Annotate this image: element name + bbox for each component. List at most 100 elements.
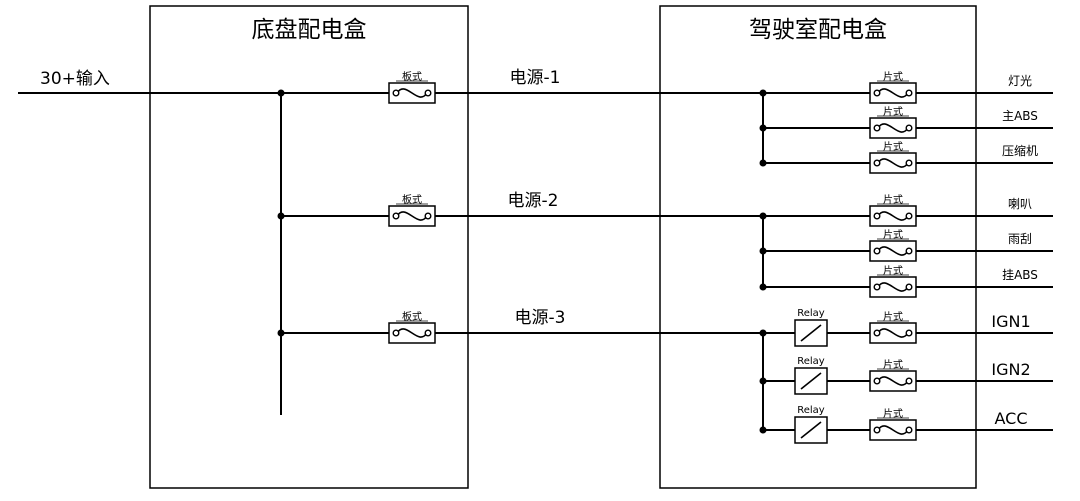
relay-switch — [800, 372, 822, 390]
fuse-terminal — [873, 89, 881, 97]
output-label: IGN2 — [991, 360, 1030, 379]
output-label: 灯光 — [1008, 74, 1032, 88]
cab-box-title: 驾驶室配电盒 — [749, 17, 887, 43]
chassis-box-title: 底盘配电盒 — [252, 17, 367, 43]
fuse-terminal — [905, 159, 913, 167]
junction-dot — [759, 247, 767, 255]
fuse-element — [877, 246, 909, 256]
blade-fuse: 片式 — [869, 193, 917, 227]
blade-fuse: 片式 — [869, 310, 917, 344]
fuse-terminal — [873, 159, 881, 167]
junction-dot — [759, 89, 767, 97]
junction-dot — [277, 212, 285, 220]
relay-label: Relay — [797, 308, 825, 319]
fuse-type-label: 板式 — [402, 193, 422, 206]
fuse-element — [877, 282, 909, 292]
output-label: 压缩机 — [1002, 143, 1038, 158]
relay: Relay — [794, 356, 828, 395]
junction-dot — [759, 283, 767, 291]
blade-fuse: 片式 — [869, 140, 917, 174]
fuse-terminal — [905, 283, 913, 291]
fuse-type-label: 片式 — [883, 193, 903, 206]
fuse-terminal — [905, 377, 913, 385]
junction-dot — [277, 329, 285, 337]
output-label: 雨刮 — [1008, 232, 1032, 246]
junction-dot — [759, 159, 767, 167]
feed-label: 电源-2 — [508, 191, 559, 211]
fuse-terminal — [392, 212, 400, 220]
fuse-element — [396, 88, 428, 98]
blade-fuse: 片式 — [869, 228, 917, 262]
blade-fuse: 片式 — [869, 264, 917, 298]
fuse-terminal — [873, 247, 881, 255]
fuse-terminal — [905, 426, 913, 434]
fuse-element — [877, 376, 909, 386]
fuse-type-label: 片式 — [883, 70, 903, 83]
fuse-type-label: 板式 — [402, 310, 422, 323]
plate-fuse: 板式 — [388, 193, 436, 227]
relay-label: Relay — [797, 356, 825, 367]
chassis-box — [149, 5, 469, 489]
fuse-element — [877, 328, 909, 338]
fuse-terminal — [905, 89, 913, 97]
fuse-type-label: 片式 — [883, 105, 903, 118]
fuse-element — [396, 211, 428, 221]
feed-label: 电源-3 — [515, 308, 566, 328]
fuse-terminal — [905, 212, 913, 220]
fuse-terminal — [873, 426, 881, 434]
junction-dot — [759, 124, 767, 132]
fuse-element — [877, 158, 909, 168]
junction-dot — [277, 89, 285, 97]
relay: Relay — [794, 308, 828, 347]
fuse-type-label: 片式 — [883, 140, 903, 153]
relay-switch — [800, 421, 822, 439]
fuse-terminal — [905, 247, 913, 255]
blade-fuse: 片式 — [869, 105, 917, 139]
fuse-terminal — [392, 329, 400, 337]
fuse-type-label: 片式 — [883, 358, 903, 371]
fuse-element — [877, 123, 909, 133]
fuse-type-label: 片式 — [883, 228, 903, 241]
output-label: IGN1 — [991, 312, 1030, 331]
fuse-type-label: 片式 — [883, 264, 903, 277]
fuse-terminal — [873, 283, 881, 291]
plate-fuse: 板式 — [388, 310, 436, 344]
cab-box — [659, 5, 977, 489]
relay: Relay — [794, 405, 828, 444]
fuse-element — [877, 211, 909, 221]
fuse-type-label: 片式 — [883, 407, 903, 420]
fuse-terminal — [873, 329, 881, 337]
fuse-terminal — [873, 377, 881, 385]
input-label: 30+输入 — [40, 69, 110, 89]
output-label: 主ABS — [1002, 109, 1038, 123]
blade-fuse: 片式 — [869, 70, 917, 104]
fuse-terminal — [392, 89, 400, 97]
junction-dot — [759, 212, 767, 220]
output-label: 挂ABS — [1002, 268, 1038, 282]
relay-label: Relay — [797, 405, 825, 416]
fuse-terminal — [873, 124, 881, 132]
fuse-type-label: 板式 — [402, 70, 422, 83]
feed-group: 板式电源-1板式电源-2板式电源-3 — [18, 68, 780, 344]
relay-switch — [800, 324, 822, 342]
output-label: 喇叭 — [1008, 196, 1032, 211]
junction-dot — [759, 426, 767, 434]
feed-label: 电源-1 — [510, 68, 561, 88]
fuse-element — [877, 88, 909, 98]
fuse-terminal — [424, 212, 432, 220]
plate-fuse: 板式 — [388, 70, 436, 104]
fuse-element — [877, 425, 909, 435]
fuse-element — [396, 328, 428, 338]
fuse-terminal — [424, 329, 432, 337]
fuse-terminal — [424, 89, 432, 97]
fuse-terminal — [905, 329, 913, 337]
blade-fuse: 片式 — [869, 407, 917, 441]
blade-fuse: 片式 — [869, 358, 917, 392]
junction-dot — [759, 329, 767, 337]
fuse-type-label: 片式 — [883, 310, 903, 323]
junction-dot — [759, 377, 767, 385]
output-label: ACC — [994, 409, 1027, 428]
fuse-terminal — [905, 124, 913, 132]
